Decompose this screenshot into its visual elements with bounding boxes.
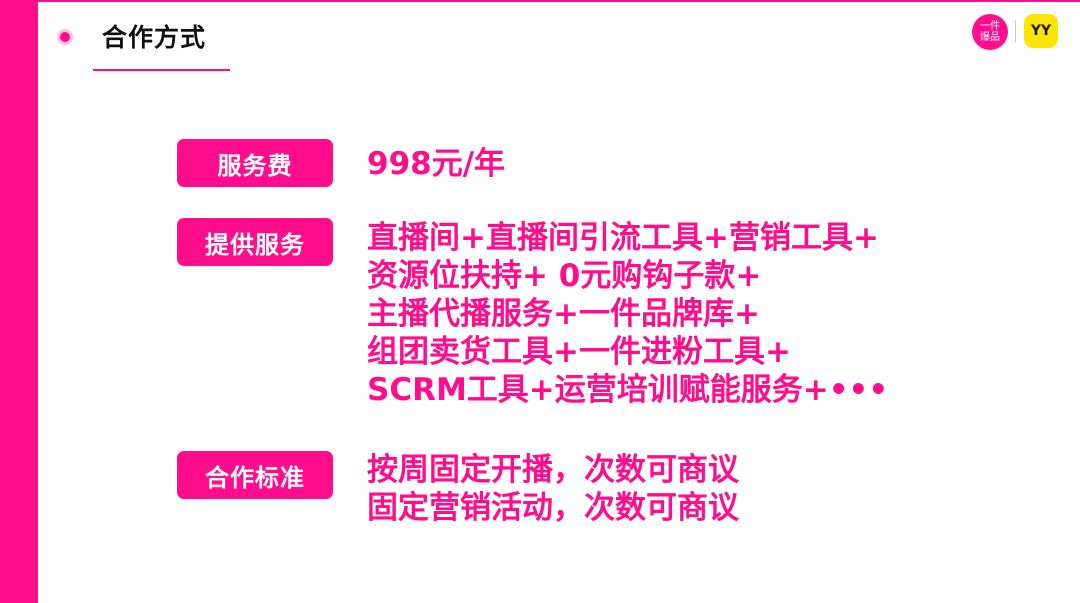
value-line: 组团卖货工具+一件进粉工具+ (367, 334, 791, 370)
label-cooperation-standard: 合作标准 (177, 451, 333, 499)
value-cooperation-standard: 按周固定开播，次数可商议 固定营销活动，次数可商议 (367, 451, 739, 527)
value-services-provided: 直播间+直播间引流工具+营销工具+ 资源位扶持+ 0元购钩子款+ 主播代播服务+… (367, 219, 888, 409)
value-line: 资源位扶持+ 0元购钩子款+ (367, 258, 762, 294)
top-accent-line (38, 0, 1080, 2)
value-line: 固定营销活动，次数可商议 (367, 490, 739, 526)
title-underline (93, 69, 230, 71)
value-line: SCRM工具+运营培训赋能服务+••• (367, 372, 889, 408)
page-title: 合作方式 (102, 23, 207, 52)
left-accent-bar (0, 0, 38, 603)
logo-divider (1015, 20, 1016, 42)
label-service-fee: 服务费 (177, 139, 333, 187)
value-line: 998元/年 (367, 146, 506, 182)
label-services-provided: 提供服务 (177, 218, 333, 266)
yy-logo-icon: YY (1024, 14, 1058, 48)
brand-logo-text: 一件 爆品 (980, 21, 1000, 43)
value-line: 按周固定开播，次数可商议 (367, 452, 739, 488)
title-bullet-icon (60, 32, 70, 42)
value-service-fee: 998元/年 (367, 145, 505, 183)
brand-logo-icon: 一件 爆品 (972, 14, 1008, 50)
value-line: 直播间+直播间引流工具+营销工具+ (367, 220, 879, 256)
value-line: 主播代播服务+一件品牌库+ (367, 296, 760, 332)
